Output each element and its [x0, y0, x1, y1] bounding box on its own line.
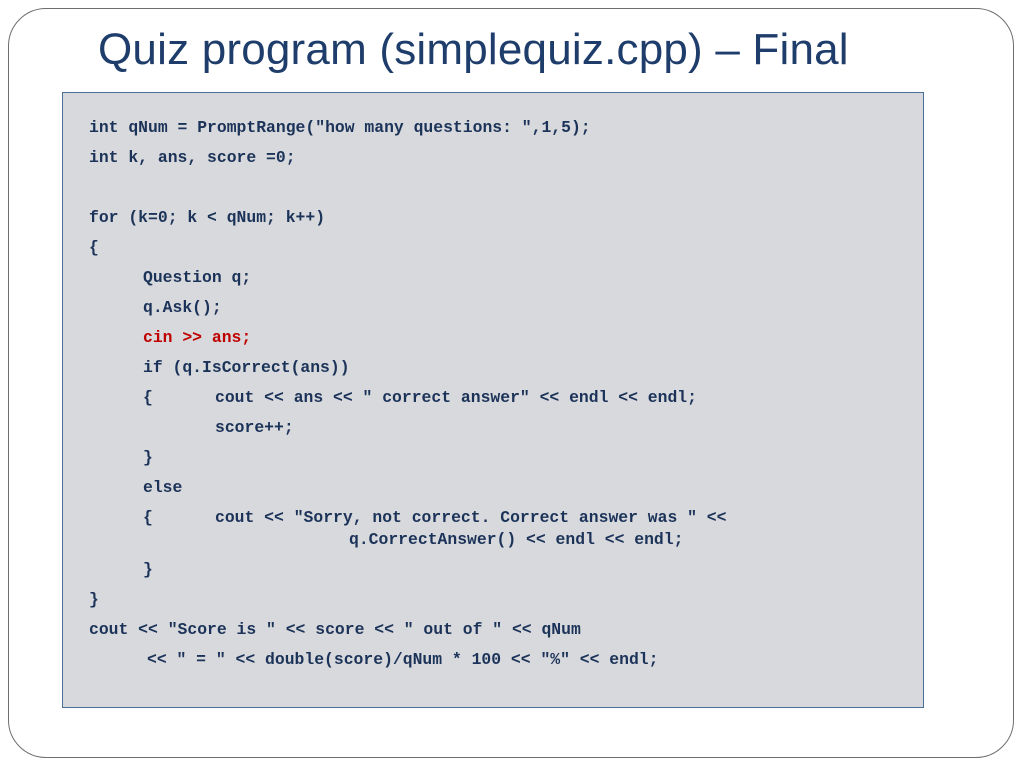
code-line: for (k=0; k < qNum; k++): [89, 208, 326, 227]
code-line: << " = " << double(score)/qNum * 100 << …: [147, 650, 659, 669]
code-line: cout << "Score is " << score << " out of…: [89, 620, 581, 639]
slide-title: Quiz program (simplequiz.cpp) – Final: [98, 25, 849, 74]
code-line: int k, ans, score =0;: [89, 148, 296, 167]
code-line: int qNum = PromptRange("how many questio…: [89, 118, 591, 137]
code-line: q.CorrectAnswer() << endl << endl;: [349, 530, 684, 549]
code-line: }: [89, 590, 99, 609]
code-line: }: [143, 448, 153, 467]
code-line: {: [143, 508, 153, 527]
code-line: {: [143, 388, 153, 407]
code-line: q.Ask();: [143, 298, 222, 317]
code-line: else: [143, 478, 183, 497]
code-line-highlighted: cin >> ans;: [143, 328, 252, 347]
code-line: if (q.IsCorrect(ans)): [143, 358, 350, 377]
code-line: cout << "Sorry, not correct. Correct ans…: [215, 508, 727, 527]
code-line: score++;: [215, 418, 294, 437]
code-line: }: [143, 560, 153, 579]
code-line: cout << ans << " correct answer" << endl…: [215, 388, 697, 407]
code-line: Question q;: [143, 268, 252, 287]
code-line: {: [89, 238, 99, 257]
code-block: int qNum = PromptRange("how many questio…: [62, 92, 924, 708]
